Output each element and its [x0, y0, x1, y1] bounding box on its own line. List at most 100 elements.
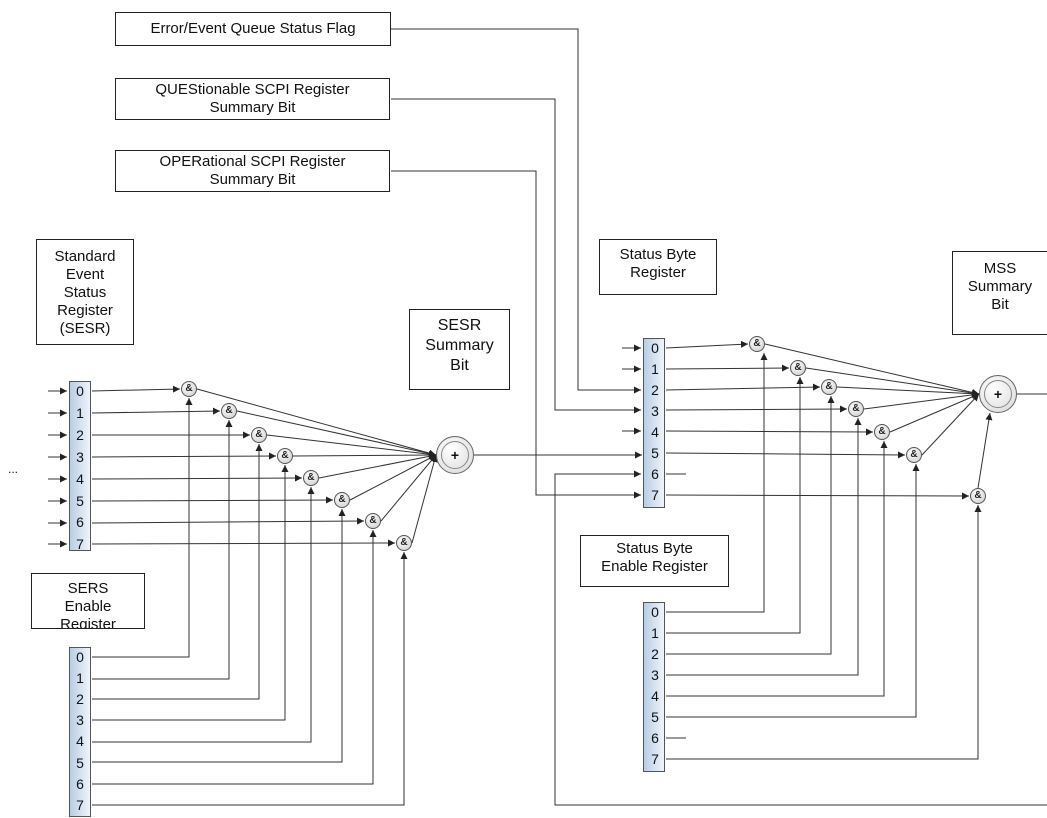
- wire: [411, 454, 438, 544]
- register-bit: 6: [76, 775, 84, 792]
- wire: [666, 441, 888, 697]
- register-bit: 1: [76, 404, 84, 421]
- sesr-summary-line: Bit: [450, 357, 469, 374]
- sers-enable-title-line: Enable: [64, 598, 112, 615]
- wire: [92, 552, 408, 806]
- questionable-box: QUEStionable SCPI Register Summary Bit: [115, 78, 390, 120]
- wire: [665, 492, 970, 500]
- register-bit: 3: [651, 667, 659, 683]
- mss-or-gate: +: [979, 375, 1017, 413]
- wire: [292, 451, 437, 459]
- wire: [889, 393, 980, 433]
- wire: [236, 410, 437, 457]
- questionable-label-line1: QUEStionable SCPI Register: [155, 81, 350, 98]
- wire: [91, 539, 396, 547]
- sesr-summary-line: Summary: [425, 337, 494, 354]
- register-bit: 3: [651, 403, 659, 419]
- mss-summary-line: MSS: [983, 260, 1017, 277]
- wire: [266, 434, 437, 458]
- wire: [91, 496, 334, 504]
- sers-enable-title-box: SERS Enable Register: [31, 573, 145, 629]
- and-gate: &: [181, 381, 197, 397]
- register-bit: 7: [76, 796, 84, 813]
- register-bit: 0: [651, 340, 659, 356]
- register-bit: 0: [76, 383, 84, 399]
- status-byte-register: [643, 338, 665, 508]
- wire: [91, 385, 181, 393]
- mss-summary-box: MSS Summary Bit: [952, 251, 1047, 335]
- questionable-label-line2: Summary Bit: [209, 99, 296, 116]
- sers-enable-title-line: SERS: [67, 580, 109, 597]
- wire: [665, 428, 874, 436]
- wire: [554, 470, 1047, 806]
- and-gate: &: [874, 424, 890, 440]
- wire: [318, 452, 437, 479]
- wire: [92, 444, 263, 700]
- wire: [349, 454, 437, 501]
- wire: [92, 487, 315, 743]
- status-byte-title-line: Register: [630, 264, 686, 281]
- register-bit: 4: [651, 688, 659, 704]
- register-bit: 1: [76, 670, 84, 687]
- register-bit: 5: [76, 492, 84, 509]
- and-gate: &: [848, 401, 864, 417]
- and-gate: &: [790, 360, 806, 376]
- operational-label-line1: OPERational SCPI Register: [159, 153, 346, 170]
- register-bit: 0: [76, 649, 84, 665]
- and-gate: &: [906, 447, 922, 463]
- mss-summary-line: Summary: [967, 278, 1033, 295]
- register-bit: 7: [76, 536, 84, 553]
- wire: [665, 383, 821, 391]
- sesr-title-line: Status: [63, 284, 107, 301]
- wire: [92, 465, 289, 721]
- wire: [91, 452, 277, 460]
- operational-label-line2: Summary Bit: [209, 171, 296, 188]
- and-gate: &: [303, 470, 319, 486]
- register-bit: 3: [76, 712, 84, 729]
- wire: [665, 405, 848, 413]
- sers-enable-register: [69, 647, 91, 817]
- and-gate: &: [334, 492, 350, 508]
- error-queue-box: Error/Event Queue Status Flag: [115, 12, 391, 46]
- wire: [836, 386, 980, 398]
- wire: [91, 407, 221, 415]
- wire: [666, 464, 920, 718]
- register-bit: 2: [651, 382, 659, 398]
- register-bit: 5: [76, 754, 84, 771]
- or-symbol: +: [993, 386, 1003, 402]
- wire: [196, 388, 437, 457]
- register-bit: 6: [651, 730, 659, 746]
- register-bit: 6: [76, 514, 84, 531]
- wire: [863, 391, 980, 410]
- sesr-title-line: Event: [65, 266, 105, 283]
- register-bit: 4: [651, 424, 659, 440]
- wire: [92, 398, 193, 658]
- register-bit: 5: [651, 445, 659, 461]
- wire: [977, 412, 993, 489]
- register-bit: 2: [76, 691, 84, 708]
- register-bit: 3: [76, 448, 84, 465]
- wire: [665, 364, 790, 372]
- sesr-title-line: Standard: [54, 248, 116, 265]
- wire: [666, 396, 835, 655]
- wire: [391, 98, 641, 414]
- and-gate: &: [221, 403, 237, 419]
- wire: [665, 451, 906, 459]
- sbe-register: [643, 602, 665, 772]
- or-symbol: +: [450, 447, 460, 463]
- sesr-summary-box: SESR Summary Bit: [409, 309, 510, 390]
- status-byte-title-box: Status Byte Register: [599, 239, 717, 295]
- sesr-summary-line: SESR: [437, 317, 482, 334]
- and-gate: &: [251, 427, 267, 443]
- and-gate: &: [749, 336, 765, 352]
- register-bit: 6: [651, 466, 659, 482]
- wire: [391, 170, 641, 499]
- operational-box: OPERational SCPI Register Summary Bit: [115, 150, 390, 192]
- wire: [380, 454, 437, 522]
- wire: [666, 505, 982, 760]
- and-gate: &: [365, 513, 381, 529]
- register-bit: 7: [651, 751, 659, 767]
- sesr-title-line: (SESR): [59, 320, 111, 337]
